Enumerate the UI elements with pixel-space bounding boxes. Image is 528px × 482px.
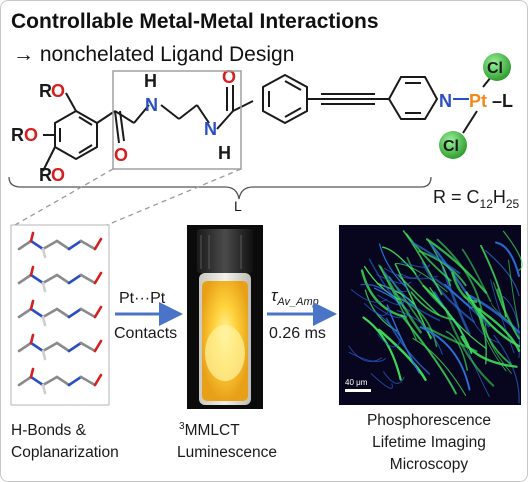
svg-text:Lifetime Imaging: Lifetime Imaging xyxy=(372,434,486,451)
svg-text:Luminescence: Luminescence xyxy=(177,444,277,461)
vial-photo xyxy=(187,225,263,409)
subtitle: → nonchelated Ligand Design xyxy=(13,43,294,66)
svg-text:Coplanarization: Coplanarization xyxy=(11,444,119,461)
pt-atom: Pt xyxy=(469,91,487,111)
ro-bot-r: R xyxy=(39,165,52,185)
ro-mid-r: R xyxy=(11,125,24,145)
pyridine-n: N xyxy=(439,91,452,111)
amide-h-1: H xyxy=(144,71,157,91)
svg-text:3MMLCT: 3MMLCT xyxy=(179,421,240,439)
atom-labels: R O R O R O O H N N H O N Pt –L xyxy=(11,67,513,185)
svg-text:τAv_Amp: τAv_Amp xyxy=(271,286,319,308)
caption-right: Phosphorescence Lifetime Imaging Microsc… xyxy=(367,412,491,473)
microscopy-image: 40 μm xyxy=(339,225,523,405)
svg-text:Cl: Cl xyxy=(443,138,459,155)
svg-text:0.26 ms: 0.26 ms xyxy=(269,325,326,342)
amide-h-2: H xyxy=(218,143,231,163)
ligand-brace xyxy=(8,176,432,200)
r-definition: R = C12H25 xyxy=(433,187,520,211)
chlorine-bottom: Cl xyxy=(439,131,467,159)
linker-highlight-box xyxy=(112,70,242,170)
scale-bar xyxy=(345,389,371,392)
svg-text:Cl: Cl xyxy=(487,60,503,77)
arrow-lifetime: τAv_Amp 0.26 ms xyxy=(267,286,337,342)
amide-n-2: N xyxy=(204,119,217,139)
pt-ligand: –L xyxy=(492,91,513,111)
ligand-label: L xyxy=(234,198,242,214)
molecule-structure xyxy=(42,73,492,172)
svg-text:Phosphorescence: Phosphorescence xyxy=(367,412,491,429)
carbonyl-o-1: O xyxy=(114,145,128,165)
zoom-line-left xyxy=(14,168,114,226)
zoom-line-right xyxy=(106,168,242,226)
chlorine-top: Cl xyxy=(483,53,511,81)
ro-top-r: R xyxy=(39,81,52,101)
svg-text:R = C12H25: R = C12H25 xyxy=(433,187,520,211)
caption-middle: 3MMLCT Luminescence xyxy=(177,421,277,461)
arrow-pt-contacts: Pt···Pt Contacts xyxy=(114,290,183,342)
svg-text:H-Bonds &: H-Bonds & xyxy=(11,422,87,439)
hbond-stack-panel xyxy=(10,224,110,406)
svg-text:Contacts: Contacts xyxy=(114,325,177,342)
ro-mid-o: O xyxy=(24,125,38,145)
carbonyl-o-2: O xyxy=(222,67,236,87)
svg-text:Microscopy: Microscopy xyxy=(390,456,469,473)
amide-n-1: N xyxy=(145,95,158,115)
caption-left: H-Bonds & Coplanarization xyxy=(11,422,119,461)
ro-top-o: O xyxy=(51,81,65,101)
ro-bot-o: O xyxy=(51,165,65,185)
scale-bar-label: 40 μm xyxy=(345,378,368,387)
title: Controllable Metal-Metal Interactions xyxy=(11,10,379,33)
svg-text:Pt···Pt: Pt···Pt xyxy=(119,290,166,307)
